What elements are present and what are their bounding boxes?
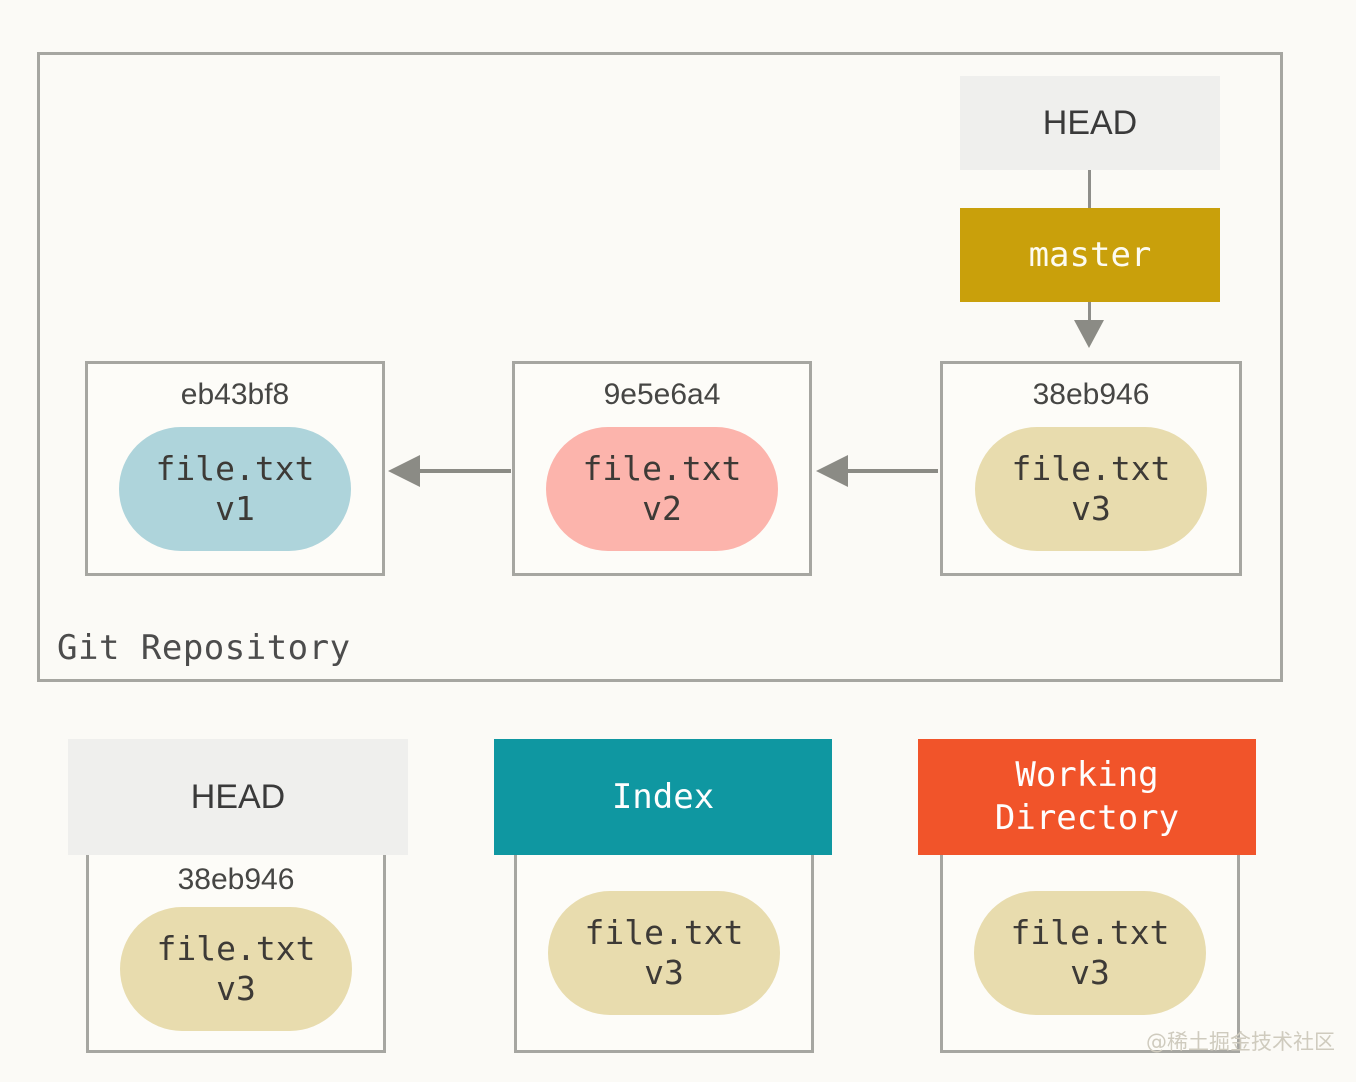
area-blob-working-directory: file.txt v3 xyxy=(974,891,1206,1015)
area-header-head: HEAD xyxy=(68,739,408,855)
commit-blob-version-3: v3 xyxy=(1071,489,1111,528)
area-header-index-label: Index xyxy=(611,777,715,817)
arrow-down-icon xyxy=(1074,320,1104,348)
commit-hash-3: 38eb946 xyxy=(1032,378,1150,411)
area-header-head-label: HEAD xyxy=(190,777,286,816)
area-header-index: Index xyxy=(494,739,832,855)
area-box-working-directory: file.txt v3 xyxy=(940,855,1240,1053)
area-header-working-directory-line2: Directory xyxy=(994,798,1180,838)
area-header-working-directory: Working Directory xyxy=(918,739,1256,855)
commit-blob-2: file.txt v2 xyxy=(546,427,778,551)
area-blob-index: file.txt v3 xyxy=(548,891,780,1015)
arrow-left-icon-1 xyxy=(388,455,420,487)
commit-parent-arrow-line-3-to-2 xyxy=(836,469,938,473)
area-blob-filename-index: file.txt xyxy=(584,912,744,952)
commit-parent-arrow-line-2-to-1 xyxy=(408,469,511,473)
commit-hash-1: eb43bf8 xyxy=(180,378,290,411)
connector-head-to-master xyxy=(1088,170,1091,208)
commit-box-1: eb43bf8 file.txt v1 xyxy=(85,361,385,576)
master-branch-label: master xyxy=(1028,235,1152,275)
area-blob-filename-working-directory: file.txt xyxy=(1010,912,1170,952)
commit-blob-filename-2: file.txt xyxy=(582,448,742,488)
commit-box-2: 9e5e6a4 file.txt v2 xyxy=(512,361,812,576)
arrow-left-icon-2 xyxy=(816,455,848,487)
area-blob-filename-head: file.txt xyxy=(156,928,316,968)
area-blob-head: file.txt v3 xyxy=(120,907,352,1031)
watermark: @稀土掘金技术社区 xyxy=(1146,1030,1335,1054)
commit-box-3: 38eb946 file.txt v3 xyxy=(940,361,1242,576)
area-hash-head: 38eb946 xyxy=(177,863,295,896)
commit-blob-version-1: v1 xyxy=(215,489,255,528)
commit-blob-1: file.txt v1 xyxy=(119,427,351,551)
area-box-head: 38eb946 file.txt v3 xyxy=(86,855,386,1053)
area-header-working-directory-line1: Working xyxy=(1015,755,1159,796)
commit-blob-filename-1: file.txt xyxy=(155,448,315,488)
git-repository-label: Git Repository xyxy=(57,628,351,668)
commit-hash-2: 9e5e6a4 xyxy=(603,378,721,411)
area-blob-version-head: v3 xyxy=(216,969,256,1008)
commit-blob-3: file.txt v3 xyxy=(975,427,1207,551)
commit-blob-version-2: v2 xyxy=(642,489,682,528)
area-blob-version-index: v3 xyxy=(644,953,684,992)
head-ref-box: HEAD xyxy=(960,76,1220,170)
head-ref-label: HEAD xyxy=(1042,103,1138,142)
commit-blob-filename-3: file.txt xyxy=(1011,448,1171,488)
area-box-index: file.txt v3 xyxy=(514,855,814,1053)
master-branch-box: master xyxy=(960,208,1220,302)
area-blob-version-working-directory: v3 xyxy=(1070,953,1110,992)
